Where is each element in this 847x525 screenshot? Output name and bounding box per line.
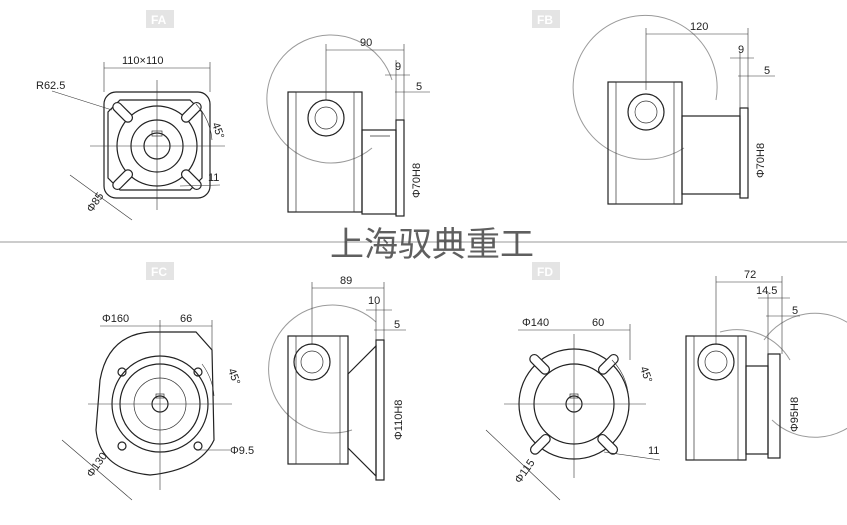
fc-step: 5 [394,319,400,331]
fc-pcd: Φ130 [85,451,110,480]
fc-front-view: Φ160 66 45° Φ9.5 Φ130 [61,313,254,501]
fb-step: 5 [764,65,770,77]
fc-angle: 45° [225,367,242,387]
watermark: 上海驭典重工 [330,225,534,265]
badge-fa: FA [146,10,174,28]
fd-side-view: 72 14.5 5 Φ95H8 [685,269,847,461]
fc-flange-thickness: 10 [368,295,380,307]
fd-flange-thickness: 14.5 [756,285,777,297]
badge-fb: FB [532,10,560,28]
svg-text:FC: FC [151,265,167,279]
fd-spigot: Φ95H8 [789,397,801,432]
fa-front-view: 110×110 R62.5 45° 11 Φ85 [36,55,226,221]
fc-half-width: 66 [180,313,192,325]
fa-slot-width: 11 [208,172,219,184]
fb-spigot: Φ70H8 [755,143,767,178]
fd-slot-width: 11 [648,445,659,457]
fb-side-view: 120 9 5 Φ70H8 [572,14,775,205]
fa-flange-size: 110×110 [122,55,164,67]
fa-spigot: Φ70H8 [411,163,423,198]
panel-fc: FC Φ160 66 45° Φ9.5 Φ130 [61,262,406,501]
svg-text:FA: FA [151,13,167,27]
fa-angle: 45° [209,121,226,141]
fa-offset: 90 [360,37,372,49]
fa-side-view: 90 9 5 Φ70H8 [266,34,430,217]
panel-fd: FD Φ140 60 45° 11 Φ115 [485,262,847,501]
fb-offset: 120 [690,21,708,33]
fd-angle: 45° [637,365,654,385]
fd-offset: 72 [744,269,756,281]
fa-corner-radius: R62.5 [36,80,65,92]
fd-pcd: Φ115 [513,457,538,485]
panel-fb: FB 120 9 5 Φ70H8 [532,10,775,205]
fd-step: 5 [792,305,798,317]
fc-offset: 89 [340,275,352,287]
svg-text:FD: FD [537,265,553,279]
fc-hole: Φ9.5 [230,445,254,457]
fd-outer-diameter: Φ140 [522,317,549,329]
fc-side-view: 89 10 5 Φ110H8 [268,275,406,481]
fa-pcd: Φ85 [85,191,107,215]
fd-half-width: 60 [592,317,604,329]
fc-spigot: Φ110H8 [393,400,405,440]
badge-fd: FD [532,262,560,280]
fb-flange-thickness: 9 [738,44,744,56]
panel-fa: FA 110×110 R62.5 [36,10,430,221]
fc-outer-diameter: Φ160 [102,313,129,325]
svg-text:FB: FB [537,13,553,27]
fa-flange-thickness: 9 [395,61,401,73]
fa-step: 5 [416,81,422,93]
badge-fc: FC [146,262,174,280]
fd-front-view: Φ140 60 45° 11 Φ115 [485,317,661,501]
